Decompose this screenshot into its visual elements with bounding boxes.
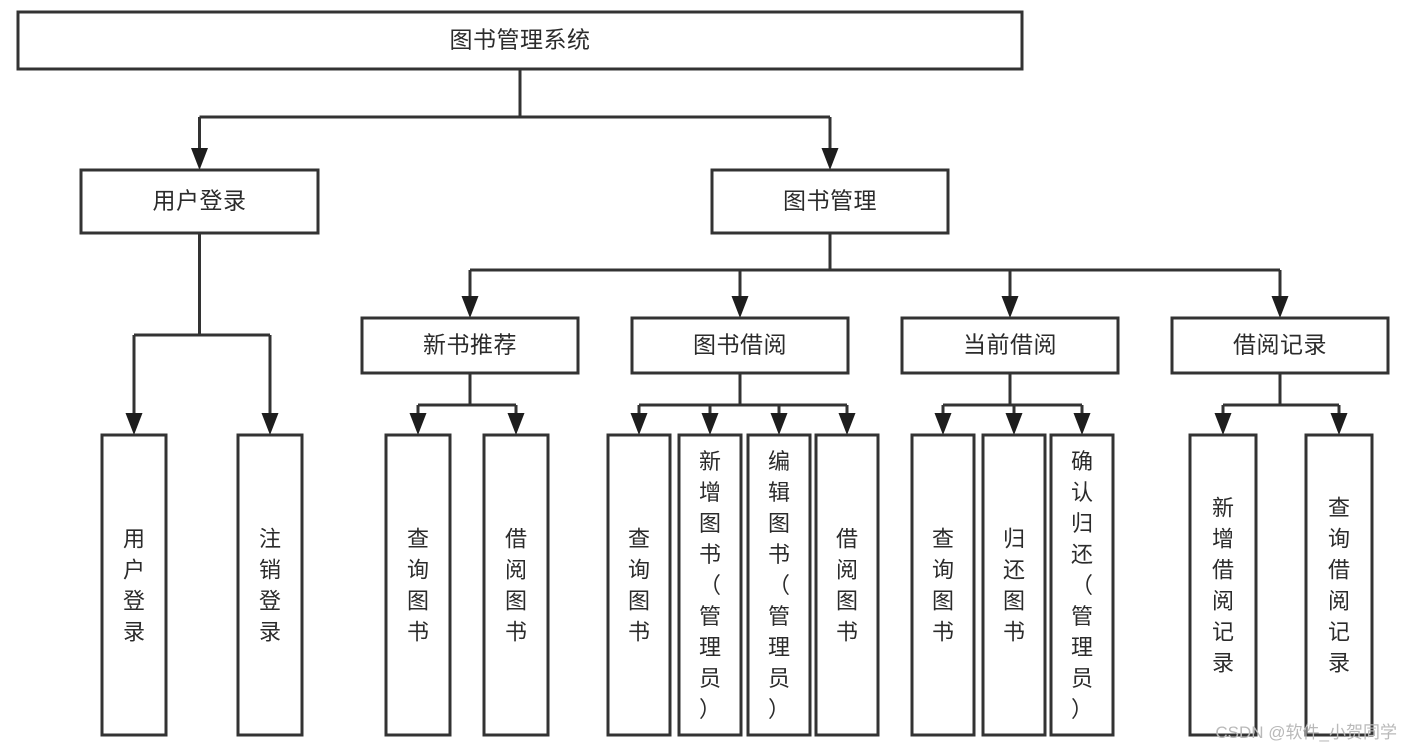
node-box[interactable] — [677, 433, 743, 737]
node-label: 查询图书 — [932, 526, 954, 644]
node-box[interactable] — [1049, 433, 1115, 737]
arrow-head-icon — [1005, 413, 1023, 435]
node-box[interactable] — [710, 168, 950, 235]
node-book-borrow[interactable]: 图书借阅 — [630, 316, 850, 375]
node-leaf-query-record[interactable]: 查询借阅记录 — [1304, 433, 1374, 737]
node-label: 注销登录 — [259, 526, 281, 644]
node-box[interactable] — [482, 433, 550, 737]
connector-layer — [125, 69, 1348, 435]
arrow-head-icon — [1214, 413, 1232, 435]
node-label: 查询图书 — [628, 526, 650, 644]
node-label: 查询借阅记录 — [1328, 495, 1350, 675]
node-leaf-add-record[interactable]: 新增借阅记录 — [1188, 433, 1258, 737]
arrow-head-icon — [191, 148, 208, 170]
arrow-head-icon — [630, 413, 648, 435]
arrow-head-icon — [261, 413, 279, 435]
node-box[interactable] — [1188, 433, 1258, 737]
node-label: 新增图书（管理员） — [699, 449, 721, 722]
node-label: 归还图书 — [1003, 526, 1025, 644]
node-label: 用户登录 — [123, 526, 145, 644]
node-label: 查询图书 — [407, 526, 429, 644]
node-leaf-borrow-book-rec[interactable]: 借阅图书 — [482, 433, 550, 737]
node-box[interactable] — [360, 316, 580, 375]
arrow-head-icon — [125, 413, 143, 435]
node-label: 借阅图书 — [836, 526, 858, 644]
node-label: 新书推荐 — [423, 332, 517, 358]
node-book-manage[interactable]: 图书管理 — [710, 168, 950, 235]
node-box[interactable] — [606, 433, 672, 737]
node-box[interactable] — [1304, 433, 1374, 737]
arrow-head-icon — [731, 296, 749, 318]
node-box[interactable] — [384, 433, 452, 737]
arrow-head-icon — [701, 413, 719, 435]
node-label: 当前借阅 — [963, 332, 1057, 358]
node-box[interactable] — [910, 433, 976, 737]
node-label: 新增借阅记录 — [1212, 495, 1234, 675]
node-leaf-query-book-b[interactable]: 查询图书 — [606, 433, 672, 737]
node-box[interactable] — [814, 433, 880, 737]
node-box[interactable] — [79, 168, 320, 235]
node-leaf-confirm-return[interactable]: 确认归还（管理员） — [1049, 433, 1115, 737]
node-box[interactable] — [1170, 316, 1390, 375]
arrow-head-icon — [934, 413, 952, 435]
arrow-head-icon — [409, 413, 427, 435]
node-leaf-borrow-book-b[interactable]: 借阅图书 — [814, 433, 880, 737]
arrow-head-icon — [821, 148, 839, 170]
node-box[interactable] — [236, 433, 304, 737]
node-label: 用户登录 — [153, 188, 247, 214]
node-leaf-add-book[interactable]: 新增图书（管理员） — [677, 433, 743, 737]
arrow-head-icon — [1330, 413, 1348, 435]
node-box[interactable] — [630, 316, 850, 375]
node-leaf-query-book-c[interactable]: 查询图书 — [910, 433, 976, 737]
node-label: 图书借阅 — [693, 332, 787, 358]
node-current-borrow[interactable]: 当前借阅 — [900, 316, 1120, 375]
node-layer: 图书管理系统用户登录图书管理新书推荐图书借阅当前借阅借阅记录用户登录注销登录查询… — [16, 10, 1390, 737]
node-label: 借阅图书 — [505, 526, 527, 644]
arrow-head-icon — [1073, 413, 1091, 435]
node-root[interactable]: 图书管理系统 — [16, 10, 1024, 71]
node-leaf-user-login[interactable]: 用户登录 — [100, 433, 168, 737]
node-leaf-query-book-rec[interactable]: 查询图书 — [384, 433, 452, 737]
node-user-login[interactable]: 用户登录 — [79, 168, 320, 235]
node-new-book-rec[interactable]: 新书推荐 — [360, 316, 580, 375]
arrow-head-icon — [838, 413, 856, 435]
node-box[interactable] — [100, 433, 168, 737]
arrow-head-icon — [770, 413, 788, 435]
node-label: 图书管理 — [783, 188, 877, 214]
node-box[interactable] — [900, 316, 1120, 375]
node-label: 确认归还（管理员） — [1071, 449, 1093, 722]
node-box[interactable] — [981, 433, 1047, 737]
node-borrow-record[interactable]: 借阅记录 — [1170, 316, 1390, 375]
node-leaf-logout[interactable]: 注销登录 — [236, 433, 304, 737]
node-label: 借阅记录 — [1233, 332, 1327, 358]
node-label: 图书管理系统 — [450, 27, 591, 53]
node-box[interactable] — [746, 433, 812, 737]
arrow-head-icon — [461, 296, 479, 318]
node-label: 编辑图书（管理员） — [768, 449, 790, 722]
arrow-head-icon — [1001, 296, 1019, 318]
node-box[interactable] — [16, 10, 1024, 71]
arrow-head-icon — [507, 413, 525, 435]
node-leaf-return-book[interactable]: 归还图书 — [981, 433, 1047, 737]
arrow-head-icon — [1271, 296, 1289, 318]
node-leaf-edit-book[interactable]: 编辑图书（管理员） — [746, 433, 812, 737]
